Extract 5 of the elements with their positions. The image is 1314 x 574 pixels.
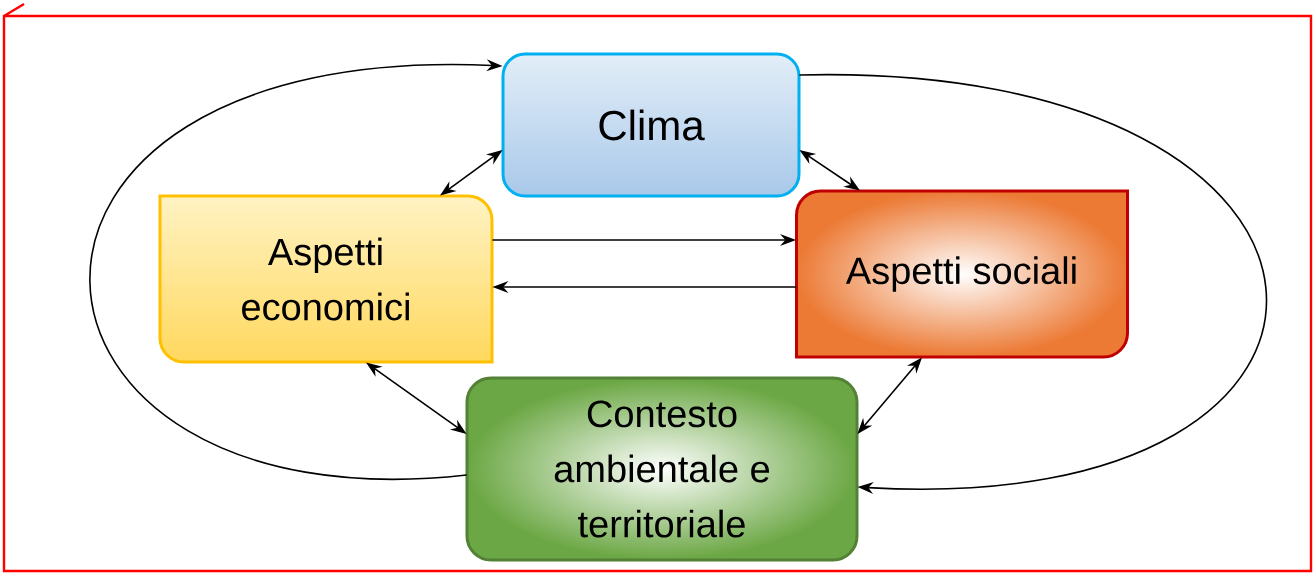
process-box: Clima [501, 52, 801, 198]
arrow [798, 74, 1267, 495]
process-box: Aspetti economici [158, 194, 494, 364]
process-box: Aspetti sociali [795, 189, 1129, 359]
process-box: Contesto ambientale e territoriale [465, 376, 859, 562]
